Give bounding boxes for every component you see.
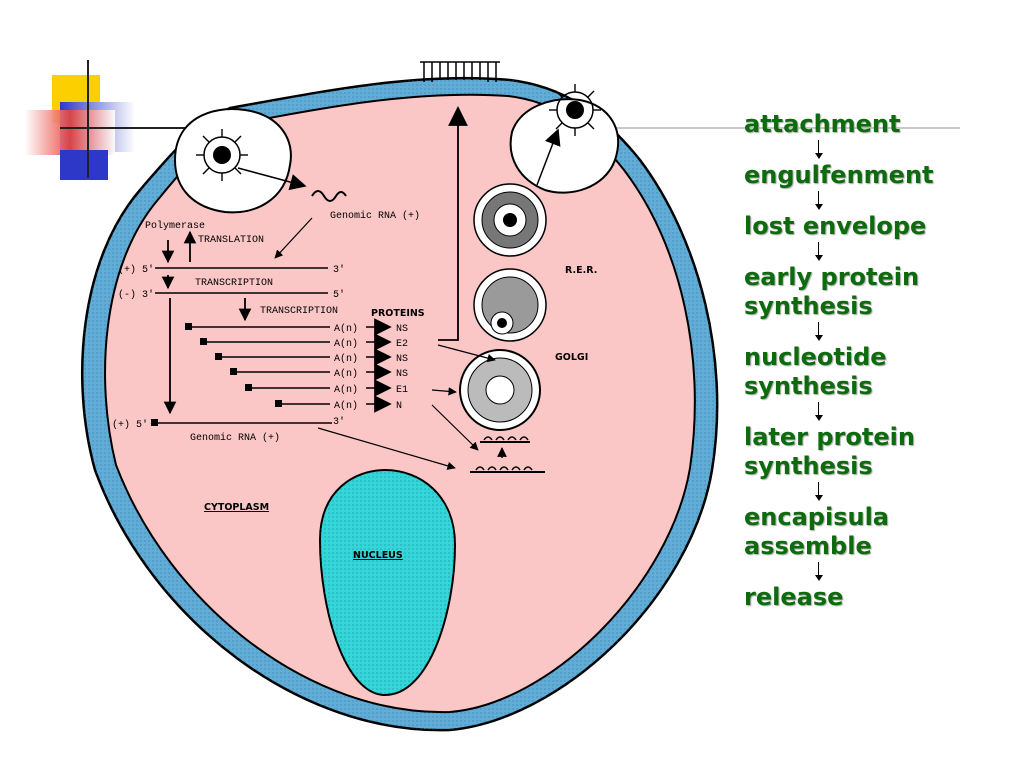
label-three-top: 3' [333, 264, 345, 276]
label-polya-3: A(n) [334, 353, 358, 365]
label-cytoplasm: CYTOPLASM [204, 502, 269, 513]
label-polya-2: A(n) [334, 338, 358, 350]
down-arrow-icon [744, 481, 894, 503]
step-later-protein-synthesis: later protein synthesis [744, 423, 915, 480]
label-polya-1: A(n) [334, 323, 358, 335]
label-minus3: (-) 3' [118, 289, 154, 301]
step-encapsulation-assembly: encapisula assemble [744, 503, 889, 560]
label-genomic-rna-bottom: Genomic RNA (+) [190, 432, 280, 444]
replication-steps: attachment engulfenment lost envelope ea… [744, 110, 1014, 612]
down-arrow-icon [744, 139, 894, 161]
label-genomic-rna-top: Genomic RNA (+) [330, 210, 420, 222]
deco-blue-block [60, 150, 108, 180]
label-proteins: PROTEINS [371, 308, 425, 319]
golgi-body [473, 268, 547, 342]
cytoplasm-region [104, 93, 696, 714]
down-arrow-icon [744, 321, 894, 343]
step-lost-envelope: lost envelope [744, 212, 927, 240]
label-polymerase: Polymerase [145, 220, 205, 232]
step-attachment: attachment [744, 110, 901, 138]
release-pocket-right [509, 98, 620, 194]
label-protein-2: E2 [396, 339, 408, 350]
label-polya-5: A(n) [334, 384, 358, 396]
label-protein-1: NS [396, 324, 408, 335]
label-rer: R.E.R. [565, 265, 597, 276]
membrane-glycoprotein-spikes [420, 61, 500, 82]
label-three-bottom: 3' [333, 416, 345, 428]
step-engulfment: engulfenment [744, 161, 934, 189]
virus-particle-attaching [196, 129, 248, 181]
label-transcription-2: TRANSCRIPTION [260, 306, 338, 317]
label-protein-6: N [396, 401, 402, 412]
label-golgi: GOLGI [555, 352, 588, 363]
deco-red-square [25, 110, 115, 155]
label-nucleus: NUCLEUS [353, 550, 403, 561]
label-protein-3: NS [396, 354, 408, 365]
label-plus5-bottom: (+) 5' [112, 419, 148, 431]
down-arrow-icon [744, 190, 894, 212]
step-release: release [744, 583, 844, 611]
label-polya-4: A(n) [334, 368, 358, 380]
label-transcription-1: TRANSCRIPTION [195, 278, 273, 289]
label-polya-6: A(n) [334, 400, 358, 412]
genomic-rna-coil [311, 190, 347, 202]
down-arrow-icon [744, 241, 894, 263]
step-early-protein-synthesis: early protein synthesis [744, 263, 920, 320]
transcription-scheme [151, 230, 392, 426]
rer-vesicle [473, 183, 547, 257]
label-translation: TRANSLATION [198, 235, 264, 246]
label-protein-5: E1 [396, 385, 408, 396]
engulfment-pocket-left [173, 108, 292, 214]
label-protein-4: NS [396, 369, 408, 380]
transport-arrow [438, 106, 468, 341]
virus-particle-releasing [549, 84, 601, 136]
down-arrow-icon [744, 561, 894, 583]
ribosome-strand [470, 436, 545, 473]
assembly-capsid [459, 349, 541, 431]
label-five-mid: 5' [333, 289, 345, 301]
step-nucleotide-synthesis: nucleotide synthesis [744, 343, 887, 400]
label-plus5-top: (+) 5' [118, 264, 154, 276]
down-arrow-icon [744, 401, 894, 423]
